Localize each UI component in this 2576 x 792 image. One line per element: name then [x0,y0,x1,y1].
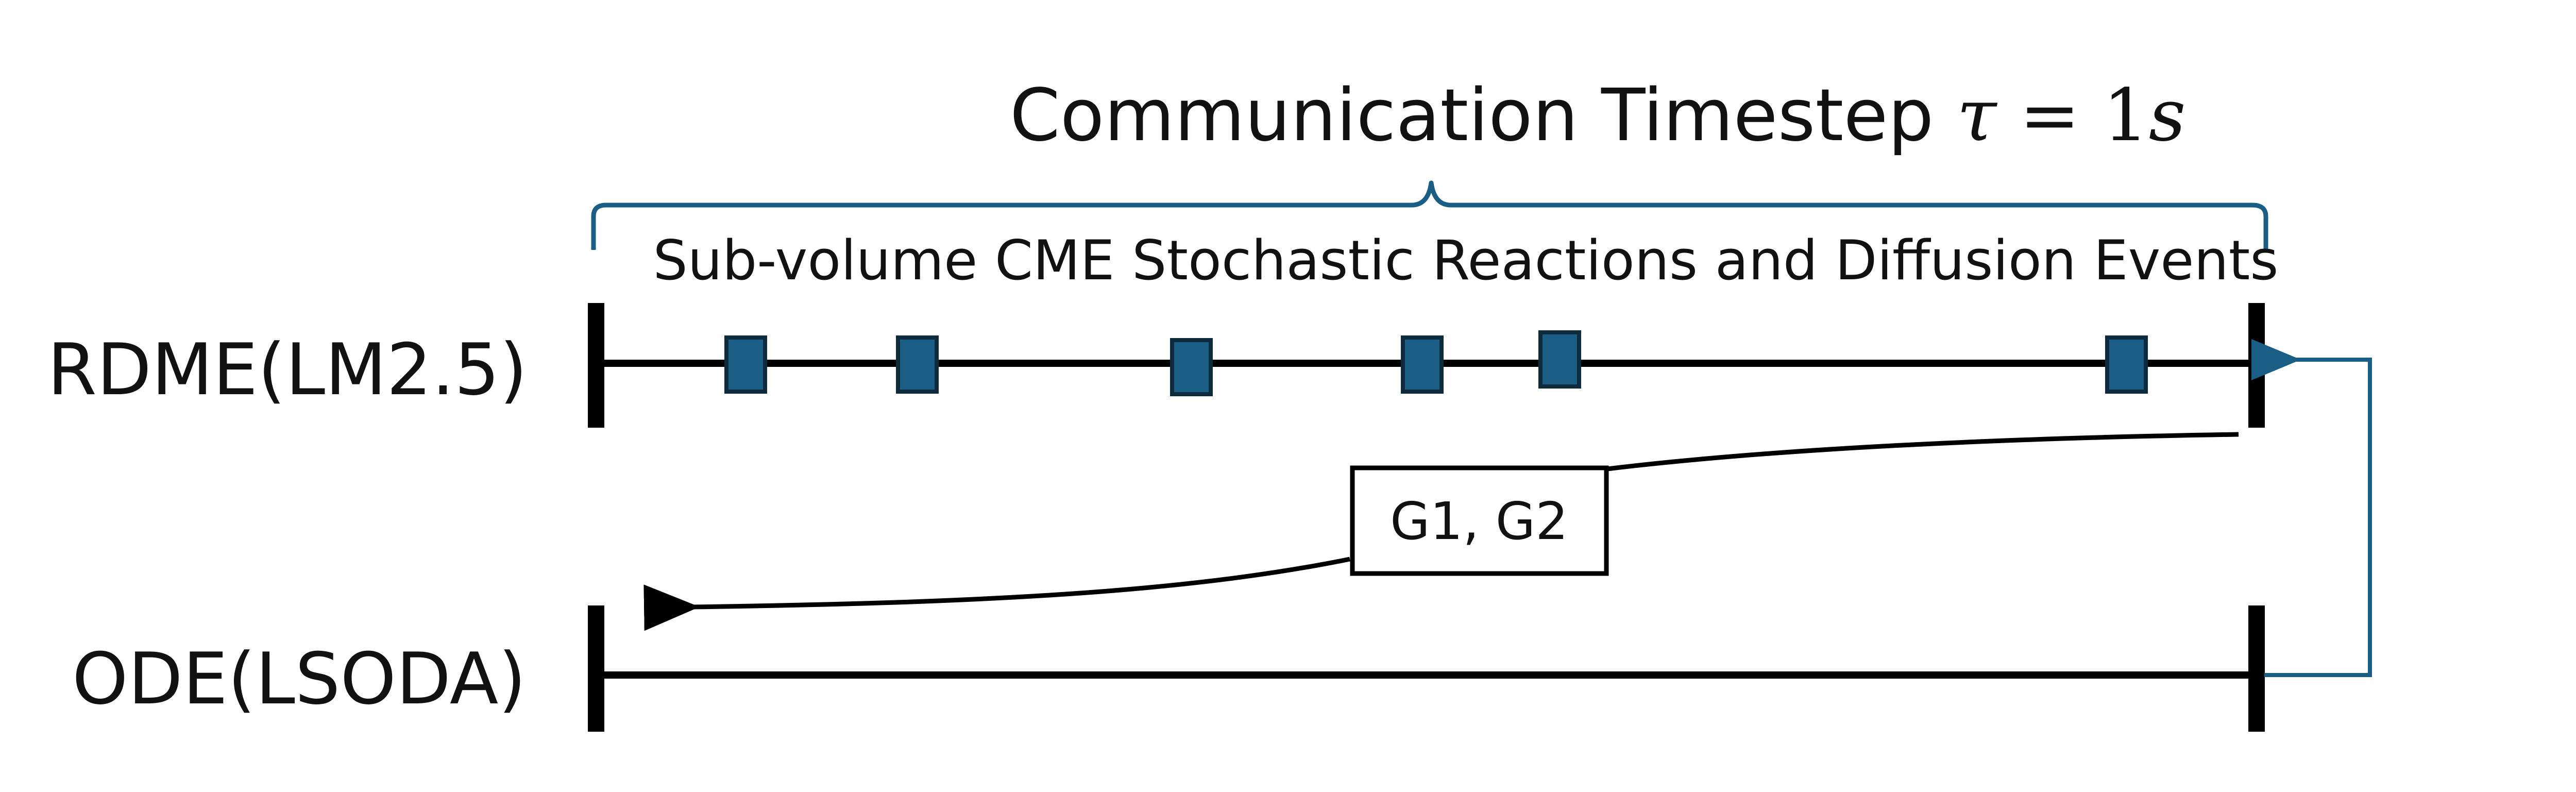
title-unit: s [2149,74,2186,158]
rdme-row-label: RDME(LM2.5) [47,328,528,411]
title-tau: τ [1957,74,1998,158]
diagram-title: Communication Timestep τ = 1s [1010,74,2186,158]
title-prefix: Communication Timestep [1010,74,1957,158]
title-equals: = 1 [1996,74,2148,158]
timestep-brace [591,180,2268,250]
transfer-box-label: G1, G2 [1390,491,1568,551]
event-marker [896,335,939,394]
event-marker [2105,335,2148,394]
event-marker [1538,330,1581,389]
feedback-arrow [2251,339,2372,677]
event-markers [724,330,2148,396]
transfer-arrow-upper [1607,432,2239,471]
transfer-arrow-lower [643,557,1350,631]
event-marker [724,335,767,394]
event-marker [1401,335,1444,394]
transfer-box-frame [1350,465,1609,576]
event-marker [1170,338,1213,396]
brace-label: Sub-volume CME Stochastic Reactions and … [653,229,2278,292]
transfer-box: G1, G2 [1350,465,1609,576]
ode-row-label: ODE(LSODA) [72,637,526,720]
